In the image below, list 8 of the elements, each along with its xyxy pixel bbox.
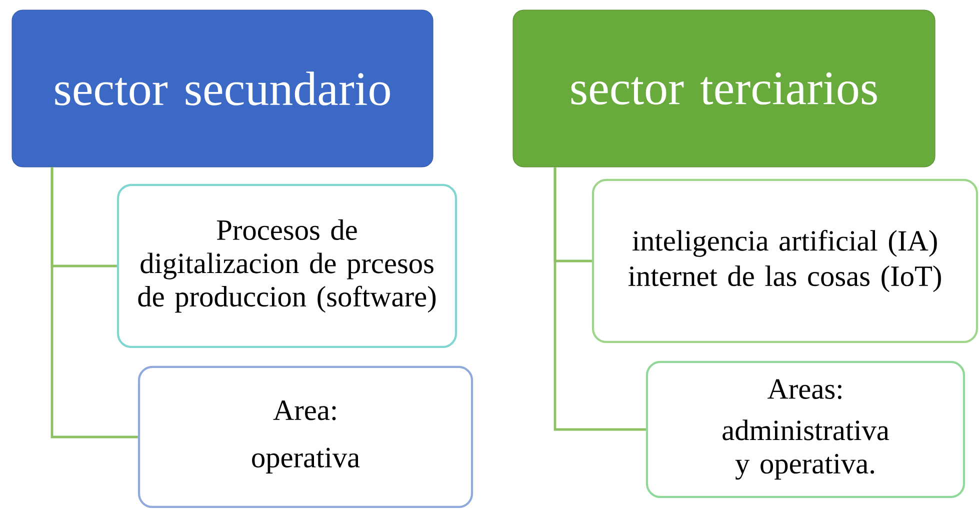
text-box: Area: operativa bbox=[138, 366, 474, 508]
header-box: sector terciarios bbox=[512, 10, 936, 168]
text-box: Areas: administrativa y operativa. bbox=[646, 360, 966, 498]
connector-line bbox=[554, 167, 646, 431]
text-box: Procesos de digitalizacion de prcesos de produccion (software) bbox=[116, 184, 458, 348]
text-box: inteligencia artificial (IA) internet de las cosas (IoT) bbox=[592, 178, 978, 344]
header-box: sector secundario bbox=[12, 10, 434, 168]
connector-line bbox=[50, 167, 138, 438]
